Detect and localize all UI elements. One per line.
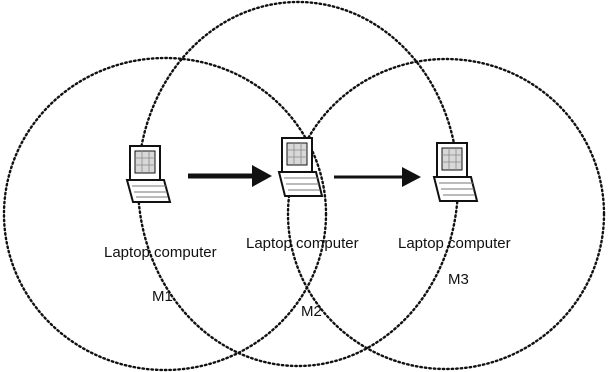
laptop-icon — [432, 142, 479, 202]
arrow-right-icon — [188, 165, 272, 187]
node-label-m2: Laptop computer — [246, 235, 359, 252]
arrow-right-icon — [334, 167, 421, 187]
node-label-m1: Laptop computer — [104, 244, 217, 261]
coverage-circle-m3 — [286, 57, 606, 371]
node-id-m3: M3 — [448, 271, 469, 288]
node-id-m1: M1 — [152, 288, 173, 305]
laptop-icon — [277, 137, 324, 197]
node-id-m2: M2 — [301, 303, 322, 320]
coverage-circle-m1 — [2, 56, 328, 372]
laptop-icon — [125, 145, 172, 203]
node-label-m3: Laptop computer — [398, 235, 511, 252]
